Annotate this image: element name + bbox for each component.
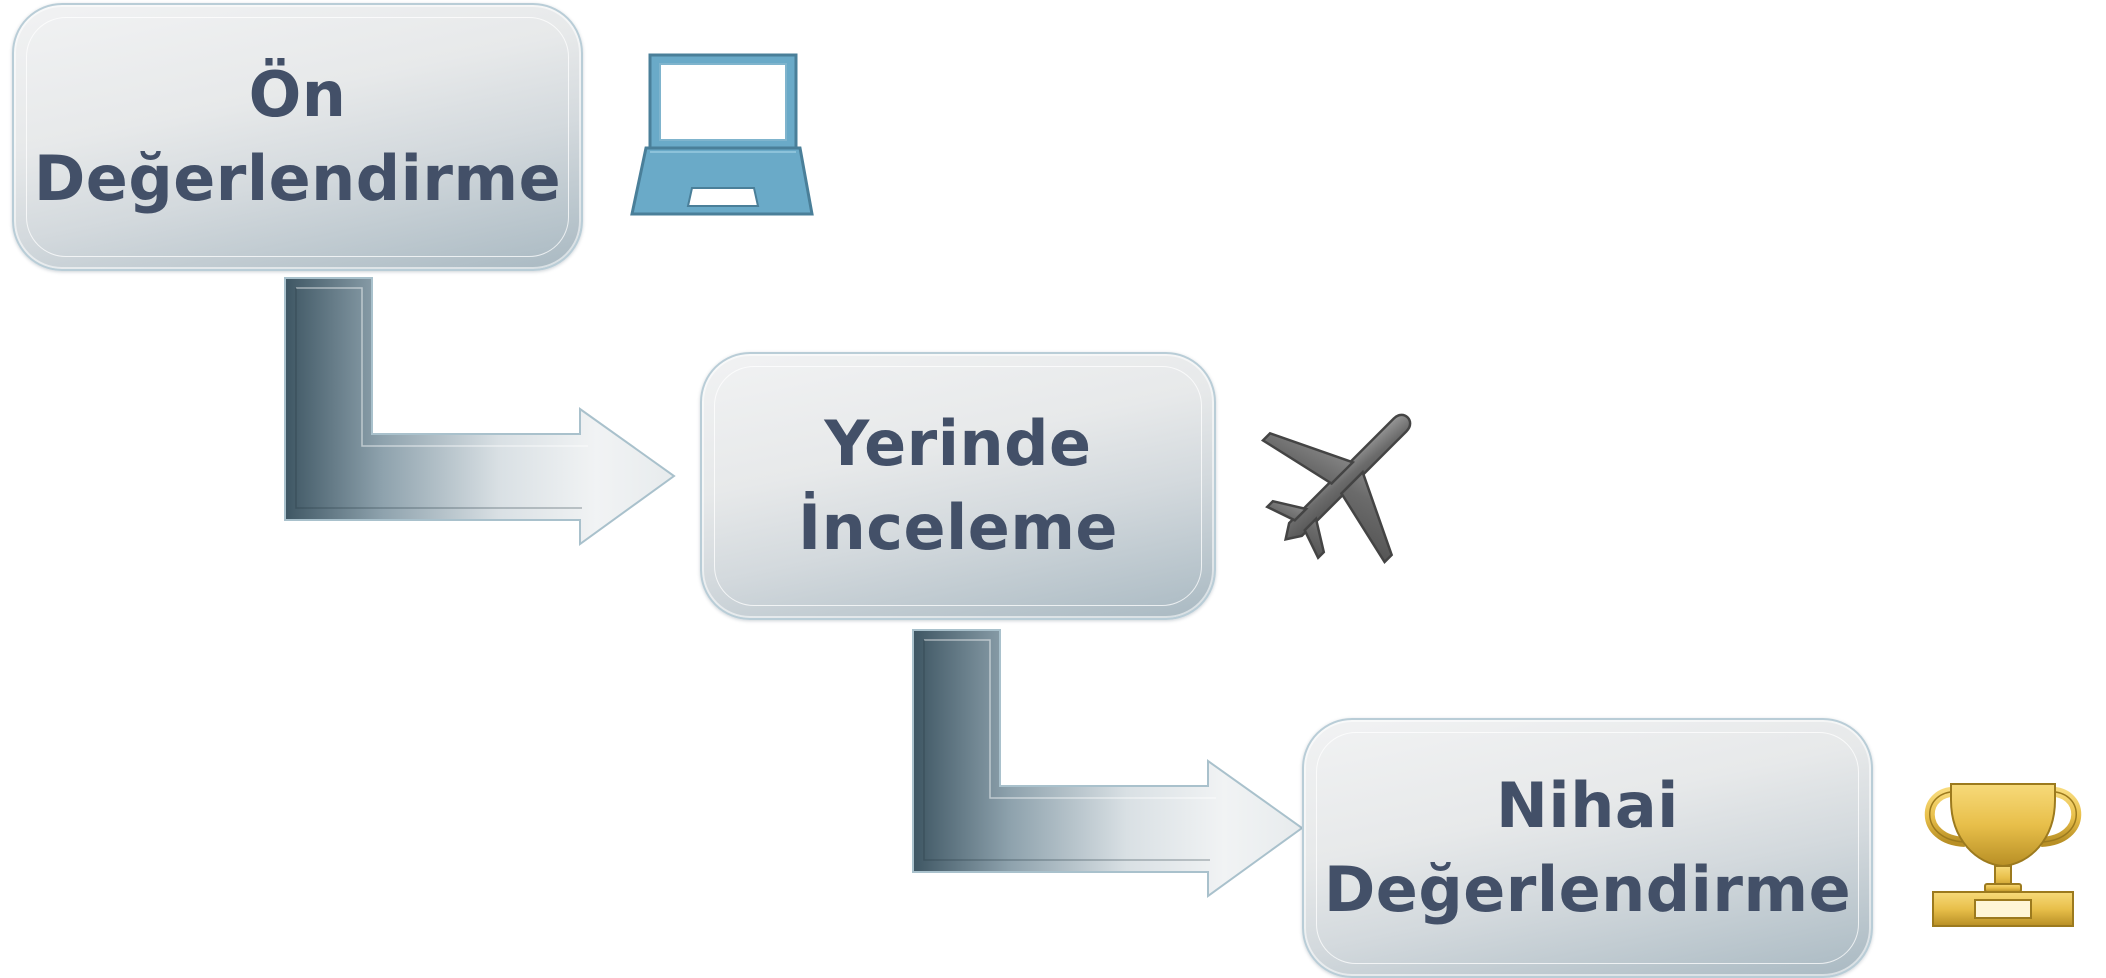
step-label: Ön Değerlendirme bbox=[33, 58, 562, 215]
laptop-icon bbox=[630, 53, 814, 216]
flow-arrow-1 bbox=[284, 277, 676, 546]
step-box-yerinde-inceleme: Yerinde İnceleme bbox=[700, 352, 1216, 620]
flow-arrow-2 bbox=[912, 629, 1304, 898]
step-box-nihai-degerlendirme: Nihai Değerlendirme bbox=[1302, 718, 1873, 978]
step-box-on-degerlendirme: Ön Değerlendirme bbox=[12, 3, 583, 271]
step-label: Yerinde İnceleme bbox=[798, 407, 1118, 564]
trophy-icon bbox=[1924, 783, 2082, 927]
airplane-icon bbox=[1260, 413, 1412, 565]
step-label: Nihai Değerlendirme bbox=[1323, 769, 1852, 926]
